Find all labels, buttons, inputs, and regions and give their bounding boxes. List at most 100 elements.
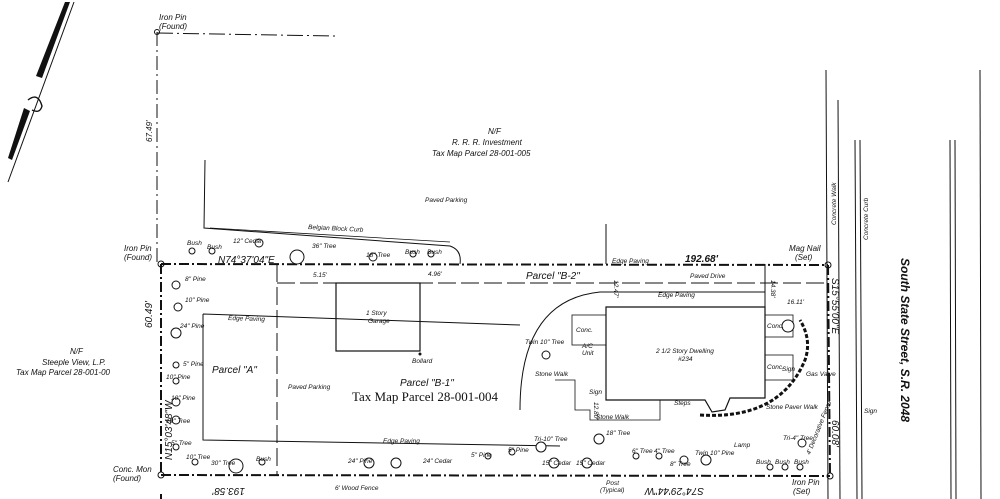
mag-nail-label: Mag Nail: [789, 244, 821, 253]
stone-walk: [555, 379, 661, 421]
dim-1247: 12.47': [612, 280, 619, 298]
tree-label: 5" Pine: [183, 361, 204, 368]
bollard-icon: [418, 352, 422, 356]
west-owner-name: Steeple View, L.P.: [42, 358, 106, 367]
conc-pad-1: [571, 314, 607, 346]
north-arrow-icon: [7, 1, 75, 183]
tree-label: Bush: [187, 240, 202, 247]
tree-label: 15" Cedar: [542, 460, 572, 467]
street-name: South State Street, S.R. 2048: [898, 258, 912, 422]
concrete-walk-label: Concrete Walk: [831, 182, 838, 225]
garage-label-1: 1 Story: [366, 310, 387, 317]
street-lines: [825, 69, 982, 499]
sign-label-3: Sign: [864, 408, 877, 415]
tree-label: 36" Tree: [312, 243, 337, 250]
tree-label: 4" Tree: [654, 448, 675, 455]
dim-515: 5.15': [313, 272, 328, 279]
tree-label: 24" Pine: [347, 458, 373, 465]
paved-parking-outline: [203, 159, 461, 265]
stone-walk-label-1: Stone Walk: [535, 371, 569, 378]
parcel-a-label: Parcel "A": [212, 365, 257, 376]
ac-unit-label-1: A/C: [581, 343, 593, 350]
dist-south: 193.58': [211, 485, 245, 496]
tree-label: 5" Tree: [171, 440, 192, 447]
tree-label: Bush: [405, 249, 420, 256]
iron-pin-top-label-2: (Found): [159, 22, 187, 31]
tree-label: 8" Tree: [670, 461, 691, 468]
bearing-west: N15°03'48"W: [164, 399, 175, 460]
paved-parking-top: Paved Parking: [425, 197, 468, 204]
tree-label: 8" Pine: [185, 276, 206, 283]
mag-nail-icon: [824, 261, 832, 269]
dim-1438: 14.38': [769, 280, 776, 298]
parcel-b1-label: Parcel "B-1": [400, 378, 454, 389]
conc-mon-label: Conc. Mon: [113, 465, 152, 474]
mag-nail-label-2: (Set): [795, 253, 813, 262]
tree-label: 18" Tree: [366, 252, 391, 259]
dist-north: 192.68': [685, 254, 719, 265]
stone-paver-walk-label: Stone Paver Walk: [766, 404, 819, 411]
tree-label: 12" Cedar: [233, 238, 263, 245]
garage-label-2: Garage: [368, 318, 390, 325]
tree-label: 5" Pine: [508, 447, 529, 454]
tree-label: Bush: [256, 456, 271, 463]
iron-pin-set-icon: [826, 472, 834, 480]
post-label-2: (Typical): [600, 487, 624, 494]
north-owner-name: R. R. R. Investment: [452, 138, 523, 147]
lamp-label: Lamp: [734, 442, 751, 449]
conc-pad-3: [764, 354, 794, 381]
iron-pin-set-label: Iron Pin: [792, 478, 820, 487]
paved-parking-a: Paved Parking: [288, 384, 331, 391]
conc-label-3: Conc.: [767, 364, 784, 371]
tree-label: Bush: [207, 244, 222, 251]
north-neighbor-line: [156, 32, 336, 37]
dist-east: 60.08': [829, 420, 840, 448]
tree-label: Tri-10" Tree: [534, 436, 568, 443]
gas-valve-label: Gas Valve: [806, 371, 836, 378]
garage: [335, 282, 421, 352]
tree-label: Bush: [427, 249, 442, 256]
conc-label-2: Conc.: [767, 323, 784, 330]
tree-label: Twin 10" Tree: [525, 339, 565, 346]
tree-label: Twin 10" Pine: [695, 450, 735, 457]
west-owner-nf: N/F: [70, 347, 84, 356]
iron-pin-set-label-2: (Set): [793, 487, 811, 496]
property-boundary: [160, 263, 831, 499]
tree-label: 24" Cedar: [422, 458, 453, 465]
sign-label-1: Sign: [589, 389, 602, 396]
iron-pin-left-label-2: (Found): [124, 253, 152, 262]
tree-label: 30" Tree: [211, 460, 236, 467]
conc-label-1: Conc.: [576, 327, 593, 334]
belgian-curb-line: [209, 227, 451, 243]
tree-label: 18" Tree: [606, 430, 631, 437]
tree-label: 10" Tree: [166, 418, 191, 425]
post-label: Post: [606, 480, 620, 487]
iron-pin-top-icon: [154, 29, 160, 35]
tree-label: 5" Pine: [471, 452, 492, 459]
iron-pin-top-label: Iron Pin: [159, 13, 187, 22]
edge-paving-bottom: Edge Paving: [383, 438, 420, 445]
tree-label: Bush: [775, 459, 790, 466]
dwelling-label-1: 2 1/2 Story Dwelling: [655, 348, 714, 355]
edge-paving-top: Edge Paving: [612, 258, 649, 265]
stone-paver-walk: [699, 319, 810, 417]
dim-1611: 16.11': [787, 299, 805, 306]
wood-fence-label: 6' Wood Fence: [335, 485, 379, 492]
west-owner-parcel: Tax Map Parcel 28-001-00: [16, 368, 111, 377]
bearing-east: S15°55'00"E: [829, 278, 840, 334]
tree-label: 10" Pine: [171, 395, 196, 402]
dist-left: 60.49': [144, 300, 155, 328]
north-owner-nf: N/F: [488, 127, 502, 136]
ac-unit-label-2: Unit: [582, 350, 595, 357]
dist-top-left: 67.49': [145, 120, 154, 142]
tree-label: Bush: [756, 459, 771, 466]
bearing-south: S74°29'44"W: [644, 485, 704, 496]
edge-paving-a: [202, 313, 561, 447]
tree-label: Tri-4" Tree: [783, 435, 813, 442]
bearing-north: N74°37'04"E: [218, 255, 275, 266]
steps-label: Steps: [674, 400, 691, 407]
sign-label-2: Sign: [782, 366, 795, 373]
